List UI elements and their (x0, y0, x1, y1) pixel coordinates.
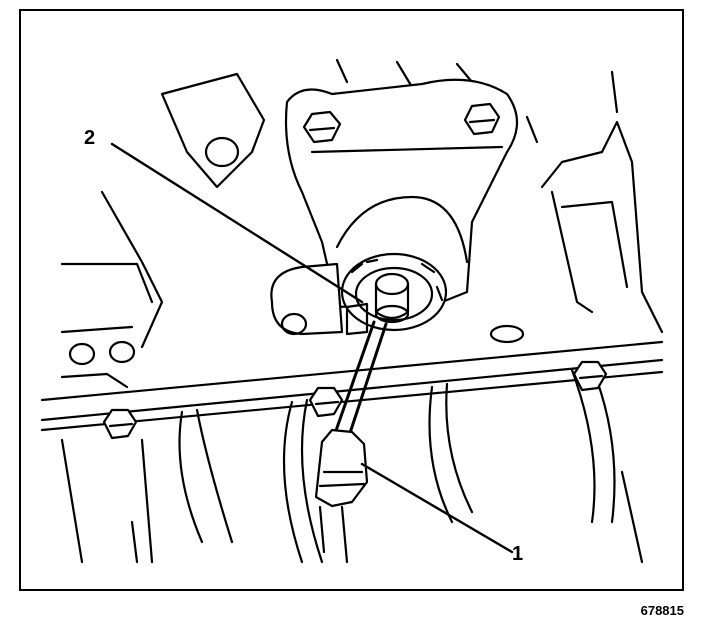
engine-block-right (335, 58, 664, 344)
flange-bolt-1 (102, 408, 138, 440)
mount-bushing (340, 252, 448, 332)
engine-mount-illustration (40, 58, 664, 564)
leader-line-2 (110, 142, 364, 304)
side-lug (270, 262, 369, 336)
diagram-frame (19, 9, 684, 591)
leader-line-1 (360, 462, 514, 554)
bracket-bolt-right (463, 102, 501, 136)
flange-rail (40, 340, 664, 564)
mount-bracket (284, 78, 518, 309)
flange-bolt-2 (308, 386, 344, 418)
figure-id: 678815 (640, 603, 684, 618)
flange-bolt-3 (572, 360, 608, 392)
vacuum-hose (318, 320, 388, 564)
bracket-hole (204, 136, 240, 168)
block-hole-left (68, 342, 96, 366)
block-hole-right (108, 340, 136, 364)
block-port (489, 324, 525, 344)
left-bracket (60, 72, 266, 389)
callout-label-2: 2 (84, 127, 96, 149)
hose-connector (314, 428, 369, 508)
callout-label-1: 1 (512, 543, 524, 565)
bracket-bolt-left (302, 110, 342, 144)
